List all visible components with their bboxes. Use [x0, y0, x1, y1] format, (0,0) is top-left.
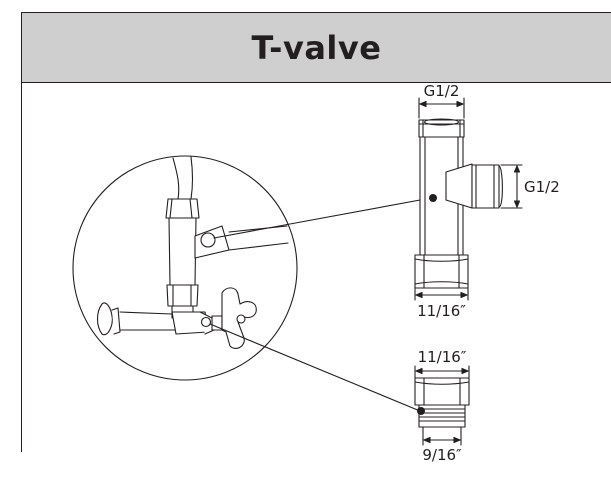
- adapter-marker: [200, 316, 212, 328]
- adapter-nut: [414, 377, 470, 406]
- tee-body: [168, 217, 197, 286]
- wall-flange: [96, 302, 113, 336]
- label-tee-side-thread: G1/2: [524, 178, 560, 196]
- lower-nut: [166, 284, 199, 307]
- installation-detail: [72, 155, 298, 381]
- label-adapter-bottom-width: 9/16″: [422, 446, 462, 464]
- adapter-part: [414, 365, 470, 446]
- tee-part: [414, 97, 523, 301]
- tee-hole: [200, 232, 216, 248]
- label-tee-nut-width: 11/16″: [417, 302, 466, 320]
- adapter-leader-line: [209, 323, 421, 412]
- page-title: T-valve: [251, 28, 382, 67]
- leader-lines: [209, 197, 432, 412]
- hose: [172, 156, 194, 200]
- tee-leader-dot: [429, 194, 437, 202]
- title-bar: T-valve: [22, 13, 611, 83]
- tee-side-branch: [445, 163, 473, 209]
- label-tee-top-thread: G1/2: [424, 82, 460, 100]
- supply-pipe: [119, 311, 181, 331]
- tee-leader-line: [213, 197, 432, 239]
- adapter-leader-dot: [417, 407, 425, 415]
- label-adapter-top-width: 11/16″: [418, 348, 467, 366]
- diagram-frame: [21, 12, 611, 452]
- side-pipe: [228, 225, 289, 251]
- adapter-thread: [418, 404, 466, 428]
